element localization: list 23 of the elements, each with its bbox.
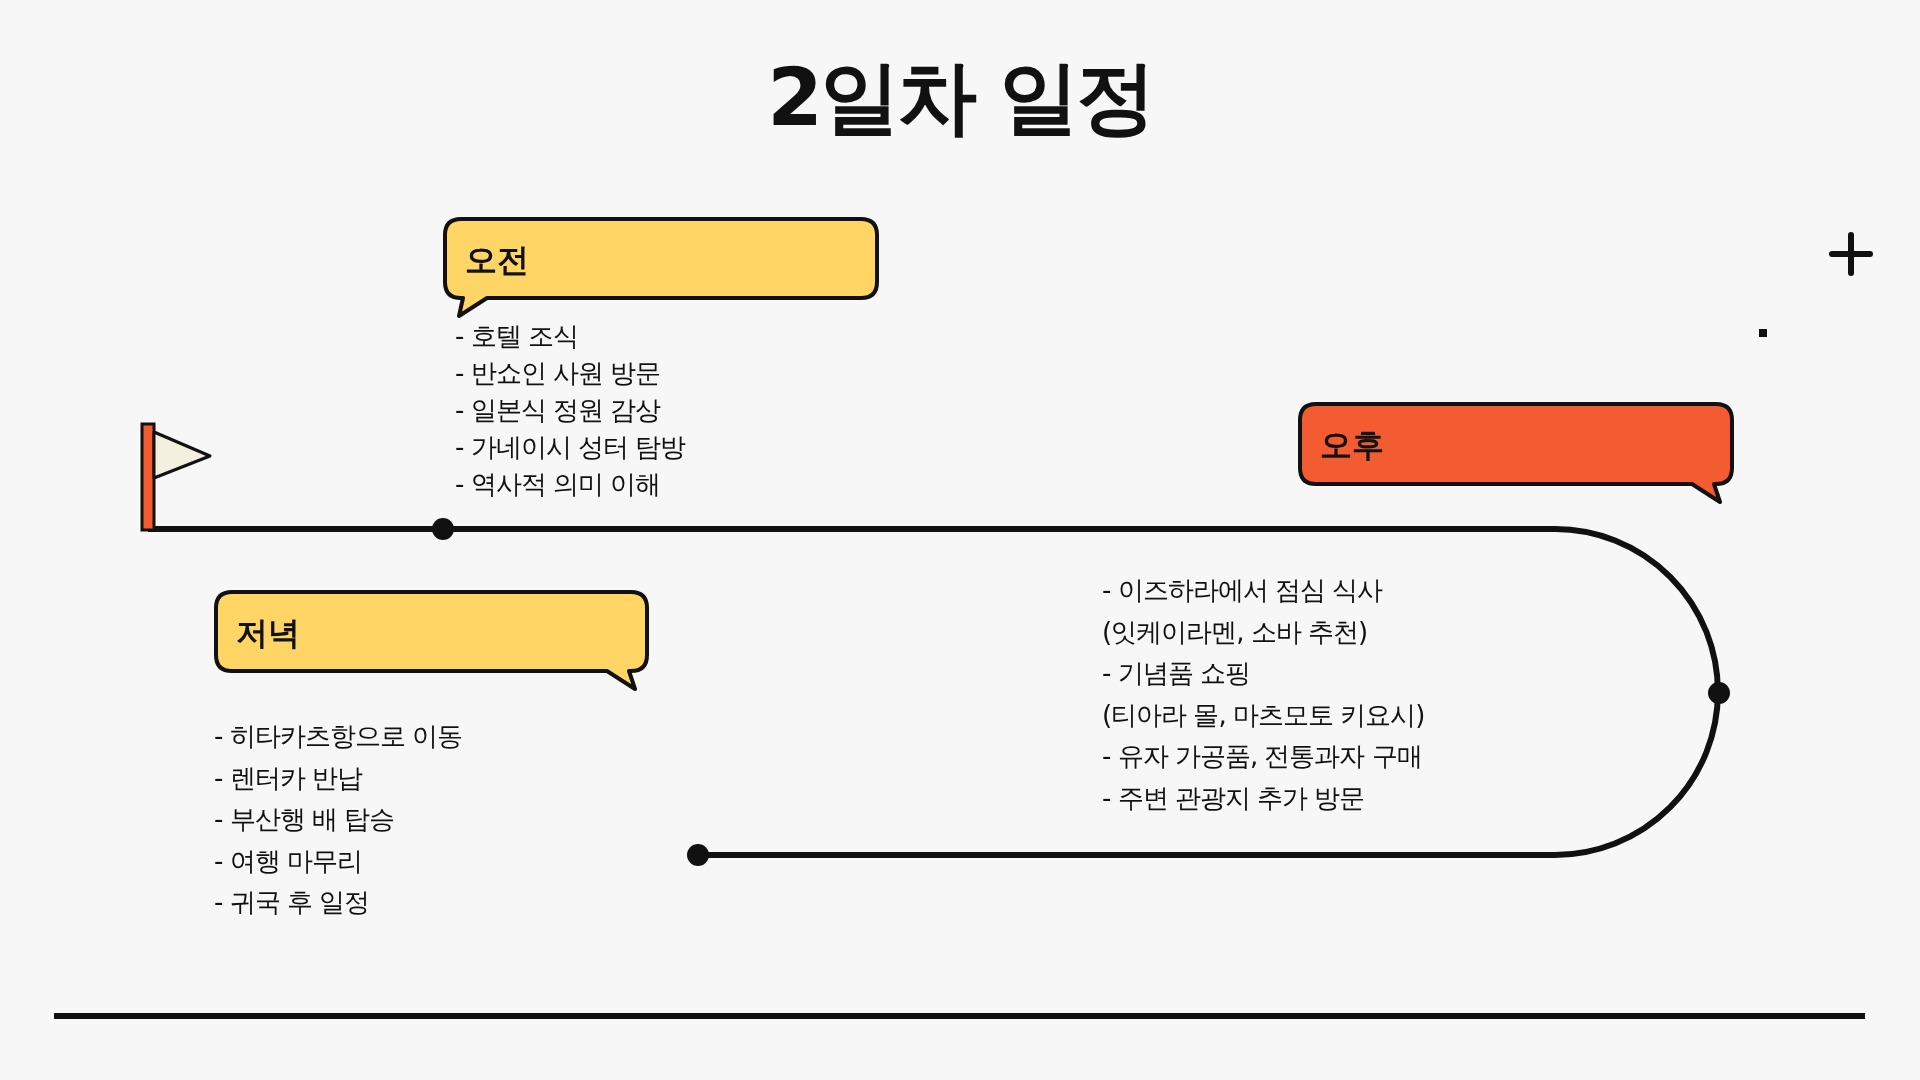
section-heading: 오후 bbox=[1320, 425, 1384, 466]
list-item: - 기념품 쇼핑 bbox=[1102, 657, 1250, 690]
list-item: - 히타카츠항으로 이동 bbox=[214, 720, 462, 753]
list-item: - 렌터카 반납 bbox=[214, 761, 362, 795]
list-item: - 일본식 정원 감상 bbox=[455, 394, 661, 427]
speech-bubble bbox=[1298, 402, 1734, 506]
list-item: (잇케이라멘, 소바 추천) bbox=[1102, 615, 1368, 649]
list-item: - 유자 가공품, 전통과자 구매 bbox=[1102, 740, 1422, 773]
list-item: - 여행 마무리 bbox=[214, 844, 362, 878]
list-item: - 주변 관광지 추가 방문 bbox=[1102, 781, 1365, 815]
list-item: - 호텔 조식 bbox=[455, 320, 578, 353]
speech-bubble bbox=[443, 217, 879, 320]
list-item: - 이즈하라에서 점심 식사 bbox=[1102, 574, 1383, 607]
list-item: - 역사적 의미 이해 bbox=[455, 468, 661, 501]
section-heading: 저녁 bbox=[236, 612, 300, 654]
speech-bubble bbox=[214, 590, 649, 693]
title: 2일차 일정 bbox=[767, 50, 1153, 146]
list-item: - 반쇼인 사원 방문 bbox=[455, 357, 661, 390]
list-item: - 가네이시 성터 탐방 bbox=[455, 431, 686, 464]
list-item: (티아라 몰, 마츠모토 키요시) bbox=[1102, 698, 1425, 732]
list-item: - 부산행 배 탑승 bbox=[214, 803, 395, 836]
section-heading: 오전 bbox=[465, 239, 529, 281]
list-item: - 귀국 후 일정 bbox=[214, 886, 370, 919]
